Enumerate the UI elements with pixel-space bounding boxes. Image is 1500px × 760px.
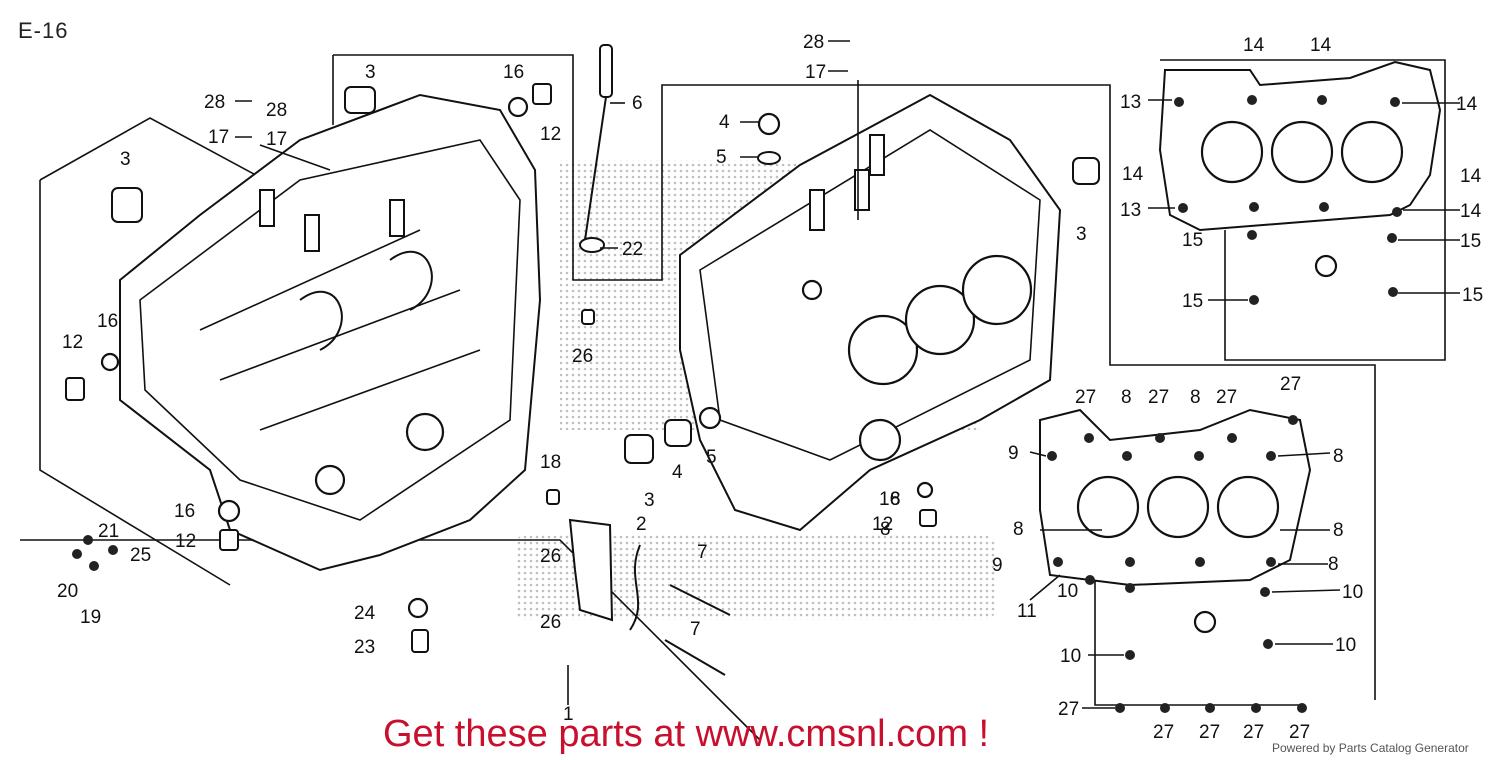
callout-14: 14 bbox=[1122, 164, 1144, 185]
callout-27: 27 bbox=[1289, 722, 1310, 743]
callout-16: 16 bbox=[97, 311, 118, 332]
callout-27: 27 bbox=[1075, 387, 1096, 408]
callout-26: 26 bbox=[540, 546, 561, 567]
callout-16: 16 bbox=[503, 62, 524, 83]
callout-18: 18 bbox=[540, 452, 561, 473]
small-parts bbox=[65, 83, 1100, 676]
callout-8: 8 bbox=[890, 489, 901, 510]
callout-14: 14 bbox=[1460, 201, 1482, 222]
callout-7: 7 bbox=[690, 619, 701, 640]
callout-12: 12 bbox=[175, 531, 196, 552]
callout-15: 15 bbox=[1182, 230, 1203, 251]
callout-13: 13 bbox=[1120, 92, 1141, 113]
callout-27: 27 bbox=[1280, 374, 1301, 395]
callout-13: 13 bbox=[1120, 200, 1141, 221]
callout-14: 14 bbox=[1310, 35, 1332, 56]
callout-10: 10 bbox=[1335, 635, 1356, 656]
callout-9: 9 bbox=[1008, 443, 1019, 464]
callout-25: 25 bbox=[130, 545, 151, 566]
page-label: E-16 bbox=[18, 18, 69, 43]
callout-10: 10 bbox=[1342, 582, 1363, 603]
generator-credit: Powered by Parts Catalog Generator bbox=[1272, 741, 1469, 755]
callout-22: 22 bbox=[622, 239, 643, 260]
callout-8: 8 bbox=[1190, 387, 1201, 408]
callout-27: 27 bbox=[1243, 722, 1264, 743]
callout-15: 15 bbox=[1462, 285, 1483, 306]
callout-24: 24 bbox=[354, 603, 376, 624]
lower-gasket bbox=[1039, 408, 1312, 634]
callout-1: 1 bbox=[563, 704, 574, 725]
callout-16: 16 bbox=[879, 489, 900, 510]
bolt-markers bbox=[72, 95, 1402, 713]
callout-4: 4 bbox=[672, 462, 683, 483]
callout-19: 19 bbox=[80, 607, 101, 628]
callout-3: 3 bbox=[365, 62, 376, 83]
callout-14: 14 bbox=[1456, 94, 1478, 115]
callout-3: 3 bbox=[120, 149, 131, 170]
callout-4: 4 bbox=[719, 112, 730, 133]
callout-8: 8 bbox=[1121, 387, 1132, 408]
callout-28: 28 bbox=[266, 100, 287, 121]
callout-23: 23 bbox=[354, 637, 375, 658]
promo-link-text[interactable]: Get these parts at www.cmsnl.com ! bbox=[383, 713, 990, 755]
callout-17: 17 bbox=[805, 62, 826, 83]
assembly-frames bbox=[20, 54, 1446, 741]
callout-5: 5 bbox=[706, 447, 717, 468]
left-crankcase bbox=[119, 93, 542, 572]
callout-27: 27 bbox=[1216, 387, 1237, 408]
callout-26: 26 bbox=[572, 346, 593, 367]
callout-21: 21 bbox=[98, 521, 119, 542]
callout-28: 28 bbox=[204, 92, 225, 113]
callout-6: 6 bbox=[632, 93, 643, 114]
callout-8: 8 bbox=[880, 519, 891, 540]
callout-2: 2 bbox=[636, 514, 647, 535]
callout-20: 20 bbox=[57, 581, 78, 602]
callout-11: 11 bbox=[1017, 601, 1037, 622]
callout-9: 9 bbox=[992, 555, 1003, 576]
callout-15: 15 bbox=[1460, 231, 1481, 252]
callout-15: 15 bbox=[1182, 291, 1203, 312]
dipstick bbox=[579, 44, 613, 253]
callout-26: 26 bbox=[540, 612, 561, 633]
callout-27: 27 bbox=[1153, 722, 1174, 743]
callout-27: 27 bbox=[1148, 387, 1169, 408]
callout-14: 14 bbox=[1460, 166, 1482, 187]
leader-lines bbox=[235, 40, 1460, 709]
callout-3: 3 bbox=[1076, 224, 1087, 245]
callout-27: 27 bbox=[1058, 699, 1079, 720]
callout-8: 8 bbox=[1328, 554, 1339, 575]
callout-28: 28 bbox=[803, 32, 824, 53]
callout-17: 17 bbox=[208, 127, 229, 148]
callout-16: 16 bbox=[174, 501, 195, 522]
right-crankcase bbox=[679, 93, 1062, 532]
callout-10: 10 bbox=[1057, 581, 1078, 602]
upper-gasket bbox=[1158, 60, 1442, 278]
callout-labels: 1 2 3 3 3 3 4 4 5 5 6 7 7 8 8 8 8 8 8 8 … bbox=[57, 32, 1483, 743]
callout-8: 8 bbox=[1333, 520, 1344, 541]
callout-8: 8 bbox=[1013, 519, 1024, 540]
callout-12: 12 bbox=[62, 332, 83, 353]
callout-5: 5 bbox=[716, 147, 727, 168]
callout-14: 14 bbox=[1243, 35, 1265, 56]
callout-8: 8 bbox=[1333, 446, 1344, 467]
callout-27: 27 bbox=[1199, 722, 1220, 743]
callout-10: 10 bbox=[1060, 646, 1081, 667]
callout-12: 12 bbox=[540, 124, 561, 145]
callout-12: 12 bbox=[872, 514, 893, 535]
callout-17: 17 bbox=[266, 129, 287, 150]
callout-7: 7 bbox=[697, 542, 708, 563]
right-cylinder-bores bbox=[847, 254, 1033, 386]
callout-3: 3 bbox=[644, 490, 655, 511]
